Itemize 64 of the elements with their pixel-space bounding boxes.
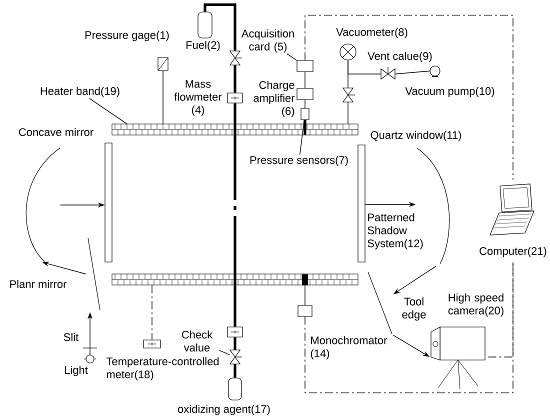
laptop-drawing	[490, 184, 534, 236]
sensor-box	[300, 108, 310, 120]
pipe	[234, 65, 236, 93]
pipe	[234, 364, 236, 378]
annotation-text: Quartz window(11)	[370, 130, 462, 142]
combustion-chamber-drawing	[104, 124, 366, 286]
light-source-symbol	[84, 352, 96, 364]
component-label: Computer(21)	[480, 246, 546, 258]
component-label: Charge amplifier (6)	[254, 80, 295, 118]
knife-edge-line	[368, 272, 392, 334]
component-label: Light	[64, 366, 88, 376]
meter-box	[143, 340, 161, 348]
signal-line	[304, 14, 514, 180]
annotation-text: Monochromator (14)	[310, 336, 388, 360]
flowmeter-box	[227, 92, 243, 104]
callout-label: Acquisition card (5)	[241, 29, 294, 53]
component-label: Mass flowmeter (4)	[174, 80, 222, 116]
component-label: Vacuum pump(10)	[405, 86, 494, 98]
connecting-line	[302, 274, 308, 306]
camera-drawing	[430, 326, 486, 390]
callout-label: Pressure sensors(7)	[250, 156, 348, 166]
vacuometer-symbol	[340, 44, 356, 60]
connecting-line	[394, 70, 430, 74]
monochromator-box	[298, 305, 312, 317]
leader-line	[218, 350, 230, 356]
pipe	[234, 337, 236, 350]
valve-symbol	[380, 66, 396, 80]
pipe	[204, 3, 236, 51]
component-label: High speed camera(20)	[448, 293, 504, 317]
callout-label: Heater band(19)	[40, 86, 120, 98]
valve-symbol	[342, 88, 356, 102]
pipe	[234, 285, 236, 327]
component-label: Temperature-controlled meter(18)	[106, 357, 219, 380]
component-label: Tool edge	[402, 297, 426, 321]
mirror-line	[88, 238, 100, 310]
component-label: Fuel(2)	[186, 40, 220, 52]
component-label: Pressure gage(1)	[85, 30, 169, 42]
pipe	[234, 103, 236, 124]
amplifier-box	[296, 88, 314, 100]
meter-box	[227, 326, 243, 338]
signal-line	[488, 262, 514, 358]
pump-symbol	[430, 66, 440, 77]
valve-symbol	[229, 350, 242, 364]
leader-line	[88, 98, 128, 124]
gas-cylinder	[228, 378, 242, 400]
pipe	[304, 120, 306, 135]
valve-symbol	[229, 50, 242, 66]
connecting-line	[162, 70, 164, 124]
pressure-gauge-symbol	[158, 57, 168, 71]
component-label: Concave mirror	[18, 128, 94, 136]
mirror-arc	[26, 148, 60, 262]
component-label: Vent calue(9)	[368, 52, 432, 62]
component-label: Planr mirror	[10, 280, 67, 288]
gas-cylinder	[198, 12, 212, 38]
annotation-text: Slit	[64, 332, 79, 342]
component-label: oxidizing agent(17)	[178, 404, 270, 416]
connecting-line	[348, 60, 382, 74]
callout-label: Check value	[182, 330, 213, 352]
card-box	[296, 60, 314, 72]
leader-line	[286, 53, 298, 61]
component-label: Vacuometer(8)	[336, 28, 408, 38]
connecting-line	[304, 71, 306, 89]
connecting-line	[304, 99, 306, 109]
annotation-text: Patterned Shadow System(12)	[368, 213, 423, 250]
